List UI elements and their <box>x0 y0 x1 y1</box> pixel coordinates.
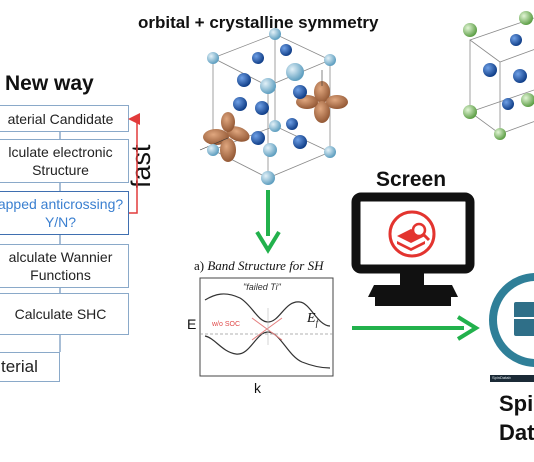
crystal-structure-right <box>463 11 534 140</box>
fermi-label-e: E <box>307 311 316 326</box>
orbital-lobes <box>203 81 348 162</box>
band-structure-plot <box>199 277 334 377</box>
lower-band <box>204 331 331 369</box>
fermi-label: Ef <box>307 311 318 328</box>
new-way-title: New way <box>5 72 94 95</box>
band-panel-subtitle: "failed Ti" <box>243 282 281 292</box>
flow-step-gapped-anticrossing: apped anticrossing? Y/N? <box>0 191 129 235</box>
orbital-symmetry-title: orbital + crystalline symmetry <box>138 13 379 32</box>
database-caption: SpinDatab <box>492 375 511 380</box>
flow-output-label: terial <box>1 357 38 376</box>
soc-label: w/o SOC <box>212 321 241 328</box>
flow-output-material: terial <box>0 352 60 382</box>
fermi-label-sub: f <box>315 317 319 328</box>
database-label-line2: Dat <box>499 420 534 445</box>
band-ylabel: E <box>187 316 197 332</box>
feedback-arrow <box>128 113 140 214</box>
database-label-line1: Spi <box>499 391 534 416</box>
flow-step-shc: Calculate SHC <box>0 293 129 335</box>
flow-step-label: lculate electronic Structure <box>8 144 113 178</box>
band-panel-prefix: a) <box>194 258 205 273</box>
soc-crossing <box>251 317 283 341</box>
flow-step-label: alculate Wannier Functions <box>8 249 113 283</box>
screen-title: Screen <box>376 168 447 191</box>
band-panel-title-text: Band Structure for SH <box>207 258 324 273</box>
database-icon <box>489 273 534 382</box>
flow-step-label: apped anticrossing? Y/N? <box>0 196 124 230</box>
green-down-arrow <box>255 190 281 254</box>
flow-step-label: Calculate SHC <box>14 306 107 322</box>
band-panel-title: a) Band Structure for SH <box>194 258 324 274</box>
flow-step-wannier: alculate Wannier Functions <box>0 244 129 288</box>
band-xlabel: k <box>254 380 261 396</box>
flow-step-material-candidate: aterial Candidate <box>0 105 129 132</box>
green-right-arrow <box>352 315 480 341</box>
flow-step-electronic-structure: lculate electronic Structure <box>0 139 129 183</box>
flow-step-label: aterial Candidate <box>7 110 114 127</box>
crystal-structure-center <box>199 28 348 185</box>
monitor-icon <box>351 192 475 306</box>
